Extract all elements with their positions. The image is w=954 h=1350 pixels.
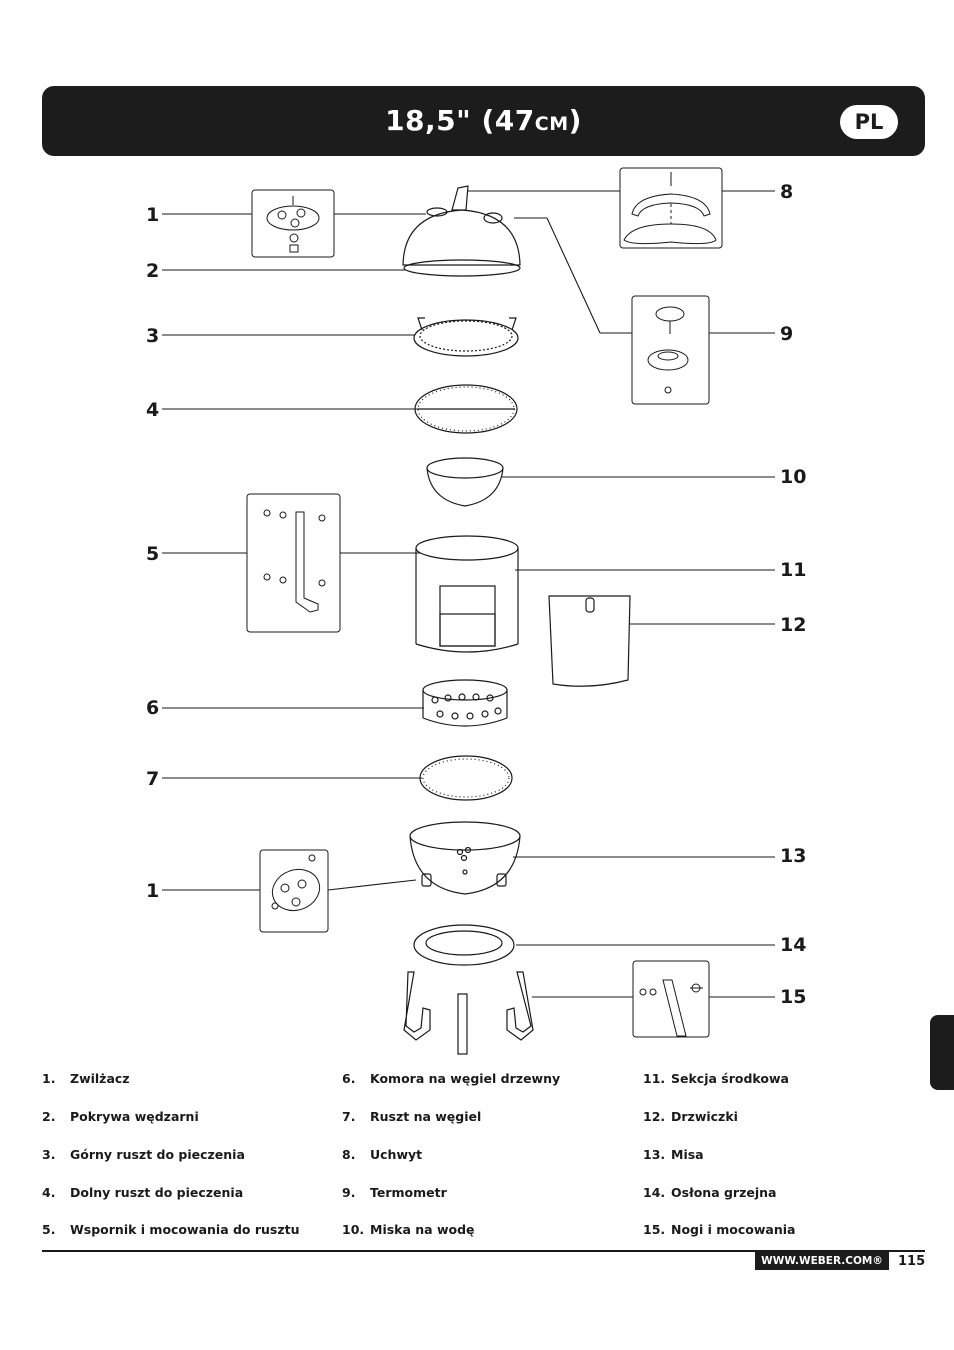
legs-part [403,971,534,1055]
callout-number: 5 [146,543,160,565]
legend-item: 6.Komora na węgiel drzewny [342,1071,561,1086]
charcoal-grate-part [419,755,513,801]
legend-item: 1.Zwilżacz [42,1071,130,1086]
website-url: WWW.WEBER.COM® [755,1252,889,1270]
callout-number: 8 [780,181,794,203]
legend-item: 12.Drzwiczki [643,1109,738,1124]
legend-item: 3.Górny ruszt do pieczenia [42,1147,245,1162]
callout-number: 13 [780,845,807,867]
callout-number: 1 [146,880,160,902]
section-thumb-tab [930,1015,954,1090]
language-badge: PL [840,105,898,139]
bottom-cooking-grate [414,384,518,434]
footer-rule [42,1250,925,1252]
callout-number: 15 [780,986,807,1008]
detail-box-dampers-top [251,189,335,258]
callout-number: 3 [146,325,160,347]
legend-item: 11.Sekcja środkowa [643,1071,789,1086]
callout-number: 14 [780,934,807,956]
detail-box-grate-brackets [246,493,341,633]
leader-lines [162,190,775,998]
legend-item: 2.Pokrywa wędzarni [42,1109,199,1124]
charcoal-chamber-part [422,679,508,727]
legend-item: 8.Uchwyt [342,1147,423,1162]
access-door-part [548,595,631,687]
callout-number: 6 [146,697,160,719]
legend-item: 5.Wspornik i mocowania do rusztu [42,1222,300,1237]
page-title: 18,5" (47CM) [385,104,582,137]
callout-number: 11 [780,559,807,581]
detail-box-legs [632,960,710,1038]
callout-number: 1 [146,204,160,226]
detail-box-handle [619,167,723,249]
legend-item: 15.Nogi i mocowania [643,1222,796,1237]
legend-item: 4.Dolny ruszt do pieczenia [42,1185,244,1200]
page-number: 115 [898,1254,926,1269]
lid-part [402,185,521,277]
callout-number: 2 [146,260,160,282]
top-cooking-grate [413,317,519,357]
callout-number: 12 [780,614,807,636]
callout-number: 10 [780,466,807,488]
page-header: 18,5" (47CM) [42,86,925,156]
detail-box-dampers-bottom [259,849,329,933]
callout-number: 9 [780,323,794,345]
legend-item: 13.Misa [643,1147,704,1162]
bowl-part [409,821,521,895]
legend-item: 7.Ruszt na węgiel [342,1109,482,1124]
heat-shield-part [413,924,515,966]
detail-box-thermometer [631,295,710,405]
legend-item: 14.Osłona grzejna [643,1185,777,1200]
legend-item: 9.Termometr [342,1185,447,1200]
legend-item: 10.Miska na wodę [342,1222,475,1237]
center-section-part [415,535,519,653]
callout-number: 4 [146,399,160,421]
water-pan-part [426,457,504,507]
exploded-parts-diagram [162,167,775,1055]
callout-number: 7 [146,768,160,790]
